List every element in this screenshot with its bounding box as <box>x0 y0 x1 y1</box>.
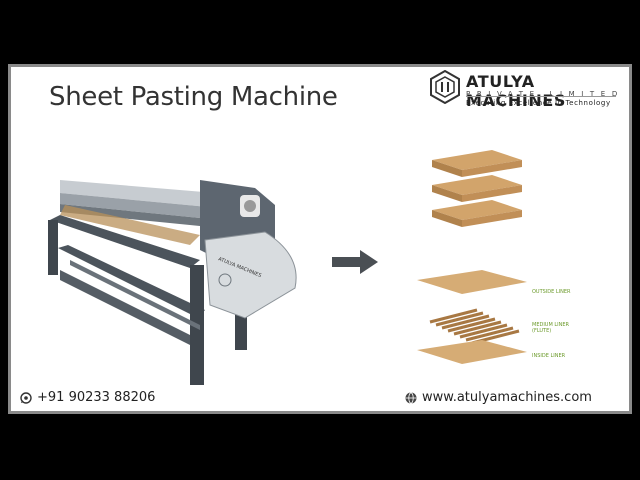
phone-contact[interactable]: +91 90233 88206 <box>20 390 155 405</box>
corrugation-layers-image <box>417 270 527 364</box>
outside-liner-label: OUTSIDE LINER <box>532 289 571 295</box>
website-contact[interactable]: www.atulyamachines.com <box>405 390 592 405</box>
inside-liner-label: INSIDE LINER <box>532 353 566 359</box>
medium-liner-label: MEDIUM LINER <box>532 322 569 328</box>
globe-icon <box>405 391 417 404</box>
logo-mark-icon <box>430 70 460 104</box>
machine-image: ATULYA MACHINES <box>48 180 297 385</box>
logo-name: ATULYA MACHINES <box>466 72 567 110</box>
arrow-right-icon <box>332 250 378 274</box>
logo-subtitle: PRIVATE LIMITED <box>466 90 624 98</box>
page-title: Sheet Pasting Machine <box>49 82 338 112</box>
logo-tagline: Executing Excellence In Technology <box>466 99 611 107</box>
logo-divider <box>466 96 616 97</box>
phone-number[interactable]: +91 90233 88206 <box>37 390 156 405</box>
flute-label: (FLUTE) <box>532 328 552 334</box>
whatsapp-icon <box>20 391 32 404</box>
website-url[interactable]: www.atulyamachines.com <box>422 390 592 405</box>
corrugated-boards-image <box>432 150 522 227</box>
